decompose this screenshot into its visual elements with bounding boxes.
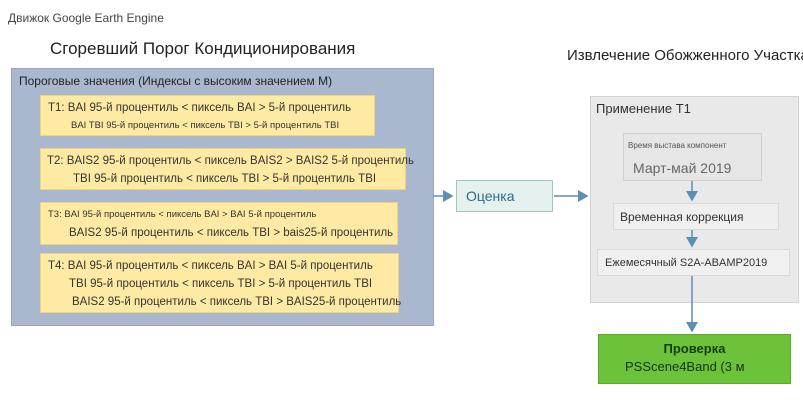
threshold-t3-line-2: BAIS2 95-й процентиль < пиксель TBI > ba… [69, 227, 394, 239]
monthly-composite-box: Ежемесячный S2A-ABAMP2019 [597, 249, 790, 276]
verification-box [598, 334, 791, 384]
threshold-t4-line-2: TBI 95-й процентиль < пиксель TBI > 5-й … [69, 278, 373, 290]
header-label: Движок Google Earth Engine [8, 11, 164, 25]
apply-panel-title: Применение T1 [596, 101, 691, 116]
threshold-t1-line-2: BAI TBI 95-й процентиль < пиксель TBI > … [71, 120, 340, 131]
threshold-t4-box: T4: BAI 95-й процентиль < пиксель BAI > … [40, 253, 402, 313]
threshold-t2-line-2: TBI 95-й процентиль < пиксель TBI > 5-й … [73, 173, 377, 185]
threshold-t1-line-1: T1: BAI 95-й процентиль < пиксель BAI > … [48, 102, 352, 114]
threshold-t4-line-3: BAIS2 95-й процентиль < пиксель TBI > BA… [72, 296, 402, 308]
acquisition-period: Март-май 2019 [633, 160, 732, 176]
threshold-t2-box: T2: BAIS2 95-й процентиль < пиксель BAIS… [40, 148, 414, 190]
threshold-t2-line-1: T2: BAIS2 95-й процентиль < пиксель BAIS… [47, 155, 415, 167]
threshold-t1-box: T1: BAI 95-й процентиль < пиксель BAI > … [40, 95, 375, 136]
verification-title: Проверка [663, 341, 726, 356]
left-section-title: Сгоревший Порог Кондиционирования [50, 39, 356, 58]
evaluation-box: Оценка [456, 180, 553, 212]
thresholds-panel-title: Пороговые значения (Индексы с высоким зн… [19, 74, 333, 88]
acquisition-box [623, 133, 762, 181]
acquisition-small-label: Время выстава компонент [628, 141, 727, 150]
right-section-title: Извлечение Обожженного Участка [567, 47, 803, 64]
threshold-t3-line-1: T3: BAI 95-й процентиль < пиксель BAI > … [48, 209, 317, 220]
threshold-t3-box: T3: BAI 95-й процентиль < пиксель BAI > … [40, 202, 398, 245]
threshold-t4-line-1: T4: BAI 95-й процентиль < пиксель BAI > … [48, 260, 373, 272]
time-correction-box: Временная коррекция [613, 203, 779, 230]
verification-subtitle: PSScene4Band (3 м [625, 359, 745, 374]
